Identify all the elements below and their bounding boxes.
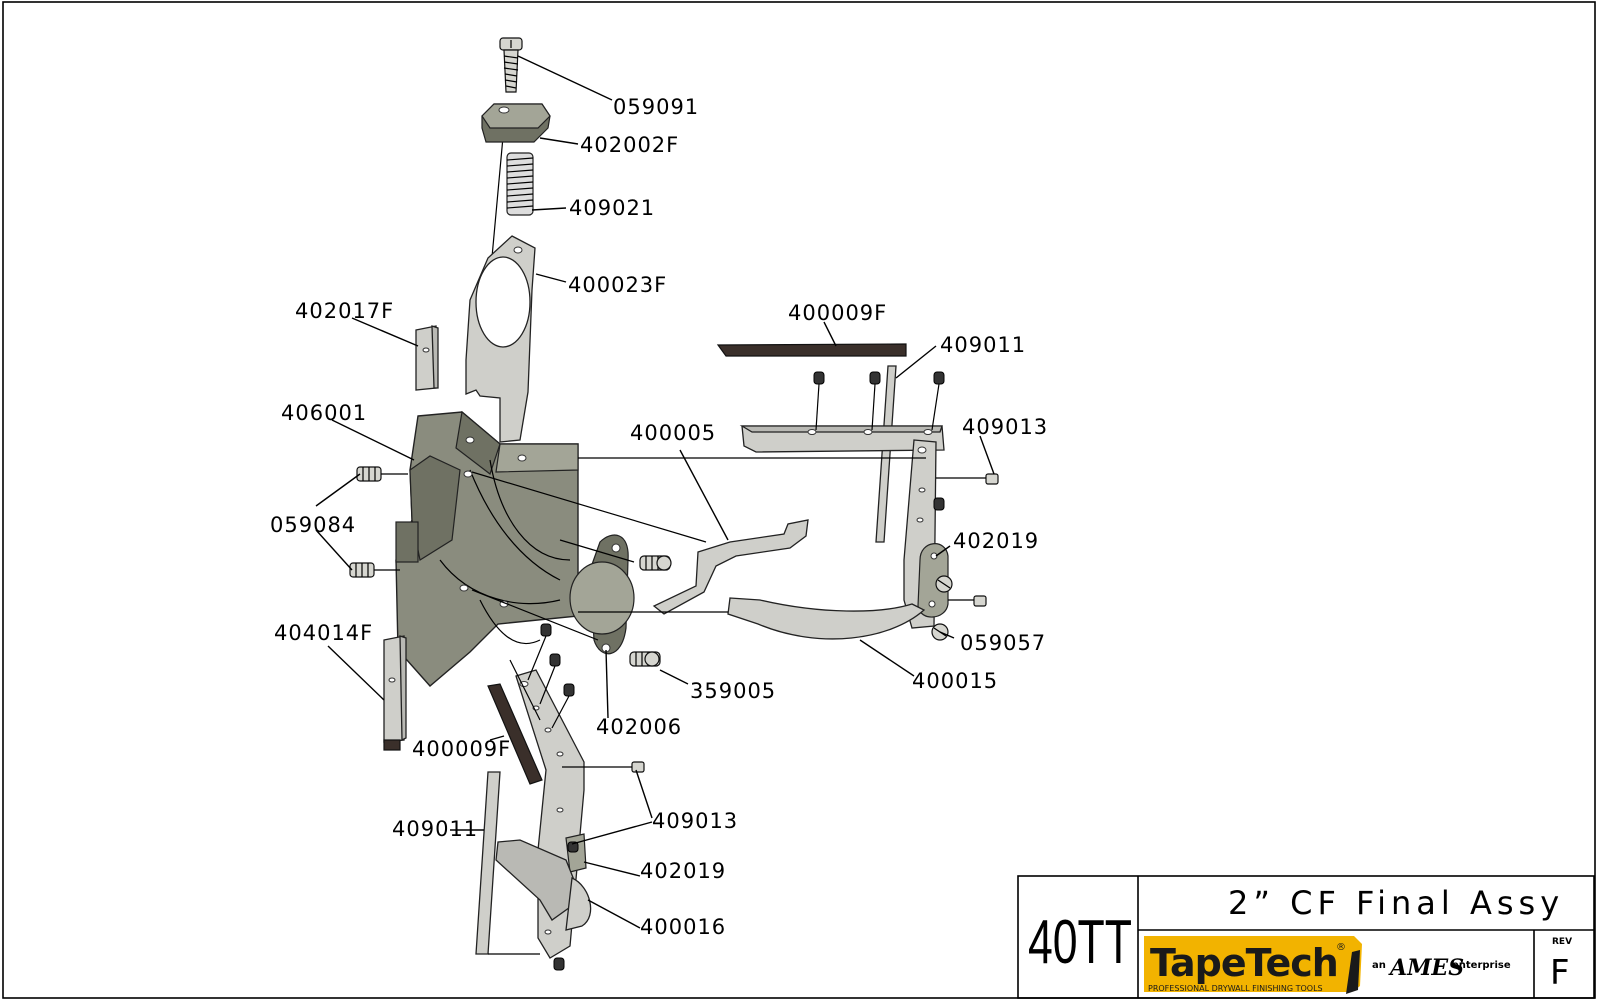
cam-plate-402006 xyxy=(569,534,635,655)
shoulder-screw-359005-upper xyxy=(639,555,672,571)
part-label: 400005 xyxy=(630,421,716,445)
part-label: 400009F xyxy=(412,737,511,761)
exploded-view xyxy=(349,37,999,971)
blade-holder-400023f xyxy=(465,235,536,443)
upper-rail xyxy=(739,371,945,453)
brand-name: TapeTech xyxy=(1150,941,1338,985)
part-label: 402006 xyxy=(596,715,682,739)
part-label: 406001 xyxy=(281,401,367,425)
setscrew-059084-lower xyxy=(349,562,400,578)
clip-402017f xyxy=(415,325,439,391)
part-labels: 059091 402002F 409021 400023F 402017F 40… xyxy=(270,95,1048,939)
pin-409011-lower xyxy=(475,771,540,955)
spring-409021 xyxy=(506,152,534,216)
shoulder-screw-359005-lower xyxy=(629,651,661,667)
part-label: 409011 xyxy=(940,333,1026,357)
plate-400016 xyxy=(495,839,592,931)
part-label: 059057 xyxy=(960,631,1046,655)
drawing-title: 2” CF Final Assy xyxy=(1228,884,1564,922)
blade-400009f-lower xyxy=(487,683,543,785)
tapetech-logo: TapeTech ® PROFESSIONAL DRYWALL FINISHIN… xyxy=(1144,936,1362,994)
brand-tagline: PROFESSIONAL DRYWALL FINISHING TOOLS xyxy=(1148,984,1323,993)
body-casting-406001 xyxy=(395,410,579,687)
part-label: 409021 xyxy=(569,196,655,220)
part-label: 409013 xyxy=(962,415,1048,439)
plate-402002f xyxy=(481,103,551,143)
leader-lines xyxy=(315,55,995,929)
screw-059091 xyxy=(499,37,523,93)
screw-409013-lower xyxy=(631,761,645,773)
setscrew-059084-upper xyxy=(356,466,408,482)
part-label: 359005 xyxy=(690,679,776,703)
part-label: 400023F xyxy=(568,273,667,297)
part-label: 059084 xyxy=(270,513,356,537)
part-label: 402019 xyxy=(953,529,1039,553)
part-label: 402017F xyxy=(295,299,394,323)
title-block: 40TT 2” CF Final Assy TapeTech ® PROFESS… xyxy=(1017,875,1595,999)
affiliation-name: AMES xyxy=(1388,955,1464,981)
affiliation-prefix: an xyxy=(1372,960,1386,971)
screw-059057 xyxy=(931,575,953,641)
part-label: 404014F xyxy=(274,621,373,645)
part-label: 402019 xyxy=(640,859,726,883)
part-label: 059091 xyxy=(613,95,699,119)
part-label: 400016 xyxy=(640,915,726,939)
part-label: 400015 xyxy=(912,669,998,693)
part-label: 400009F xyxy=(788,301,887,325)
part-label: 409013 xyxy=(652,809,738,833)
brand-registered-mark: ® xyxy=(1336,942,1346,953)
affiliation-suffix: enterprise xyxy=(1452,960,1511,971)
rev-label: REV xyxy=(1552,937,1572,947)
nut-bottom xyxy=(553,957,565,971)
screw-409013-right-upper xyxy=(985,473,999,485)
rev-value: F xyxy=(1550,953,1570,993)
screw-409013-right-lower xyxy=(973,595,987,607)
drawing-number: 40TT xyxy=(1028,908,1132,977)
spring-arm-400005 xyxy=(652,519,809,615)
blade-400009f-upper xyxy=(716,343,907,357)
clip-404014f xyxy=(383,635,407,751)
part-label: 409011 xyxy=(392,817,478,841)
part-label: 402002F xyxy=(580,133,679,157)
pin-409011-upper xyxy=(875,365,897,543)
logo-swoosh xyxy=(1346,950,1360,994)
cam-402019-lower xyxy=(565,833,587,873)
arm-400015 xyxy=(727,597,926,640)
